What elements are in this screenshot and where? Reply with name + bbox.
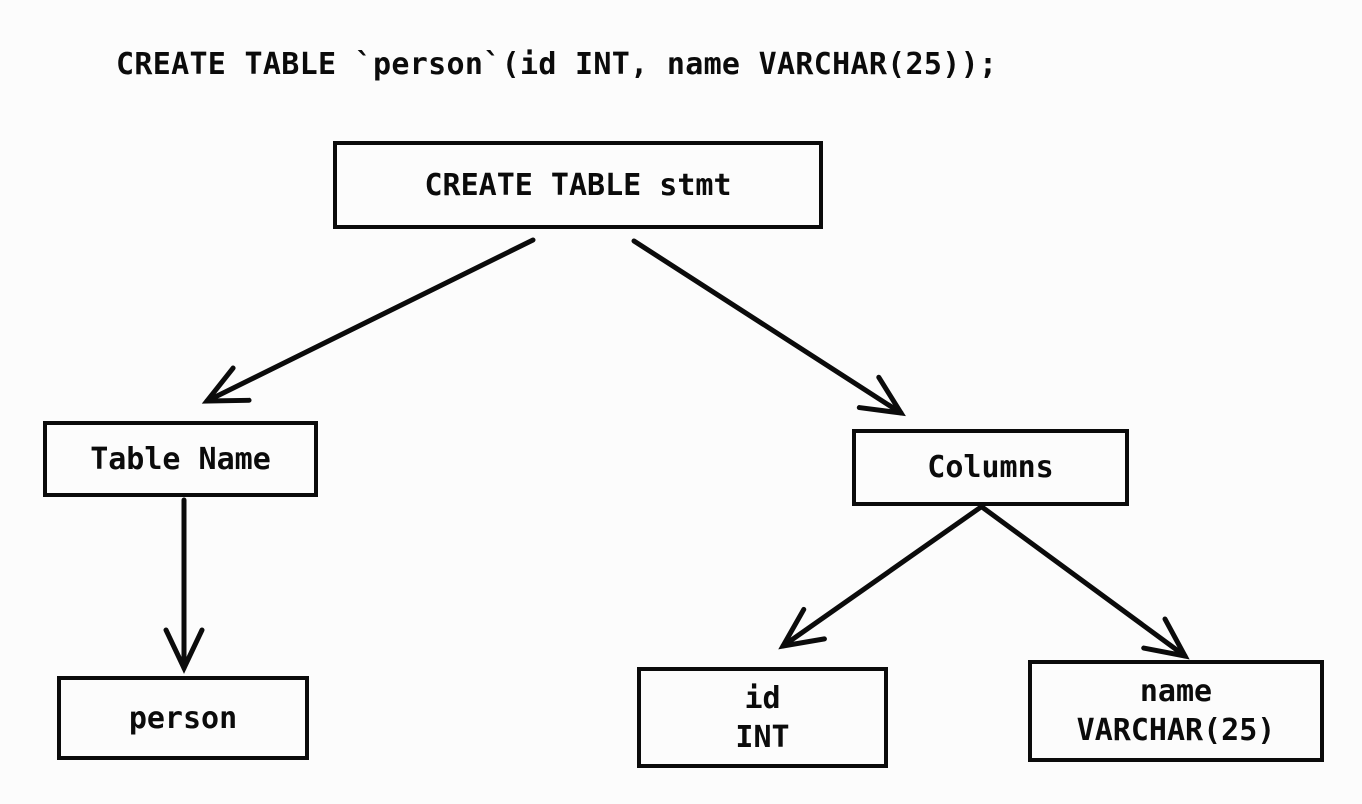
node-person-label: person <box>128 700 238 736</box>
node-column-name: name VARCHAR(25) <box>1028 660 1324 762</box>
node-column-name-name: name <box>1139 674 1213 709</box>
node-table-name: Table Name <box>43 421 318 497</box>
edge-columns-to-name <box>979 504 1190 660</box>
sql-statement-text: CREATE TABLE `person`(id INT, name VARCH… <box>116 47 998 82</box>
edge-columns-to-id <box>778 504 984 650</box>
node-column-id: id INT <box>637 667 888 768</box>
node-columns-label: Columns <box>927 450 1054 485</box>
node-create-table-stmt-label: CREATE TABLE stmt <box>424 167 732 203</box>
node-column-name-type: VARCHAR(25) <box>1076 713 1276 748</box>
node-column-id-type: INT <box>735 719 790 755</box>
node-person-value: person <box>57 676 309 760</box>
node-columns: Columns <box>852 429 1129 506</box>
node-column-id-name: id <box>744 680 781 716</box>
edge-stmt-to-table-name <box>201 237 536 404</box>
node-create-table-stmt: CREATE TABLE stmt <box>333 141 823 229</box>
node-table-name-label: Table Name <box>90 441 271 477</box>
edge-stmt-to-columns <box>631 238 906 417</box>
